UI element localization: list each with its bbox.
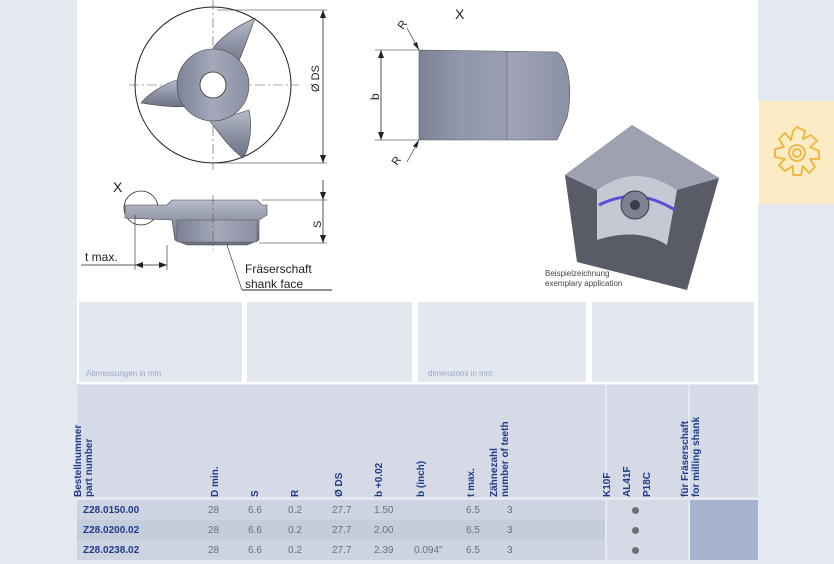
caption-de: Beispielzeichnung [545, 269, 610, 278]
header-r: R [290, 489, 301, 497]
tmax-label: t max. [85, 250, 118, 264]
row-bg [77, 520, 605, 540]
cell-s: 6.6 [248, 545, 262, 556]
cell-d-min: 28 [208, 505, 220, 516]
cell-part: Z28.0238.02 [83, 545, 140, 556]
cell-d-min: 28 [208, 545, 220, 556]
cell-r: 0.2 [288, 525, 302, 536]
cell-s: 6.6 [248, 525, 262, 536]
table-row: Z28.0200.02 28 6.6 0.2 27.7 2.00 6.5 3 [77, 520, 758, 540]
cell-r: 0.2 [288, 505, 302, 516]
header-s: S [250, 490, 261, 497]
header-ds: Ø DS [334, 472, 345, 497]
shank-label-de: Fräserschaft [245, 262, 312, 276]
cell-ds: 27.7 [332, 525, 352, 536]
technical-drawing: Ø DS X S t max. Fräserschaf [77, 0, 758, 299]
cell-ds: 27.7 [332, 505, 352, 516]
table-row: Z28.0238.02 28 6.6 0.2 27.7 2.39 0.094" 6.5 3 [77, 540, 758, 560]
header-grade-k10f: K10F [602, 472, 613, 497]
row-bg [77, 500, 605, 520]
s-label: S [312, 221, 324, 228]
availability-dot [632, 547, 639, 554]
header-b-inch: b (inch) [416, 460, 427, 497]
milling-cutter-icon [774, 126, 820, 176]
band-cell [592, 302, 754, 382]
side-view: X S t max. Fräserschaft shank face [81, 179, 332, 291]
x-label-side: X [113, 179, 123, 195]
availability-dot [632, 507, 639, 514]
cell-teeth: 3 [507, 525, 513, 536]
ds-label: Ø DS [310, 65, 322, 92]
cell-r: 0.2 [288, 545, 302, 556]
cell-b: 2.00 [374, 525, 394, 536]
cell-t-max: 6.5 [466, 505, 480, 516]
grades-header: K10F AL41F P18C [602, 385, 688, 497]
left-margin [0, 0, 77, 564]
band-cell [247, 302, 412, 382]
cell-t-max: 6.5 [466, 525, 480, 536]
x-label-top: X [455, 6, 465, 22]
header-b: b +0.02 [374, 462, 385, 497]
application-image: Beispielzeichnung exemplary application [545, 125, 719, 290]
row-shank-bg [690, 540, 758, 560]
row-shank-bg [690, 520, 758, 540]
table-row: Z28.0150.00 28 6.6 0.2 27.7 1.50 6.5 3 [77, 500, 758, 520]
header-t-max: t max. [466, 468, 477, 497]
caption-en: exemplary application [545, 279, 622, 288]
cell-part: Z28.0150.00 [83, 505, 140, 516]
dimensions-label-de: Abmessungen in mm [86, 369, 162, 378]
cell-ds: 27.7 [332, 545, 352, 556]
header-grade-p18c: P18C [642, 471, 653, 497]
row-grades-bg [607, 500, 688, 520]
b-label: b [368, 93, 382, 100]
row-grades-bg [607, 520, 688, 540]
cell-d-min: 28 [208, 525, 220, 536]
header-grade-al41f: AL41F [622, 466, 633, 497]
detail-x: X b R R [368, 6, 571, 168]
band-cell [418, 302, 586, 382]
cell-t-max: 6.5 [466, 545, 480, 556]
availability-dot [632, 527, 639, 534]
band-cell [79, 302, 242, 382]
row-grades-bg [607, 540, 688, 560]
dimensions-label-en: dimensions in mm [428, 369, 493, 378]
cell-teeth: 3 [507, 545, 513, 556]
top-view: Ø DS [129, 0, 327, 170]
row-bg [77, 540, 605, 560]
cell-s: 6.6 [248, 505, 262, 516]
cell-teeth: 3 [507, 505, 513, 516]
r-label-bottom: R [390, 154, 404, 167]
row-shank-bg [690, 500, 758, 520]
header-d-min: D min. [210, 466, 221, 497]
cell-part: Z28.0200.02 [83, 525, 140, 536]
cell-b-inch: 0.094" [414, 545, 443, 556]
right-margin [758, 0, 834, 564]
cell-b: 2.39 [374, 545, 394, 556]
category-tab[interactable] [759, 101, 834, 204]
shank-label-en: shank face [245, 277, 303, 291]
cell-b: 1.50 [374, 505, 394, 516]
